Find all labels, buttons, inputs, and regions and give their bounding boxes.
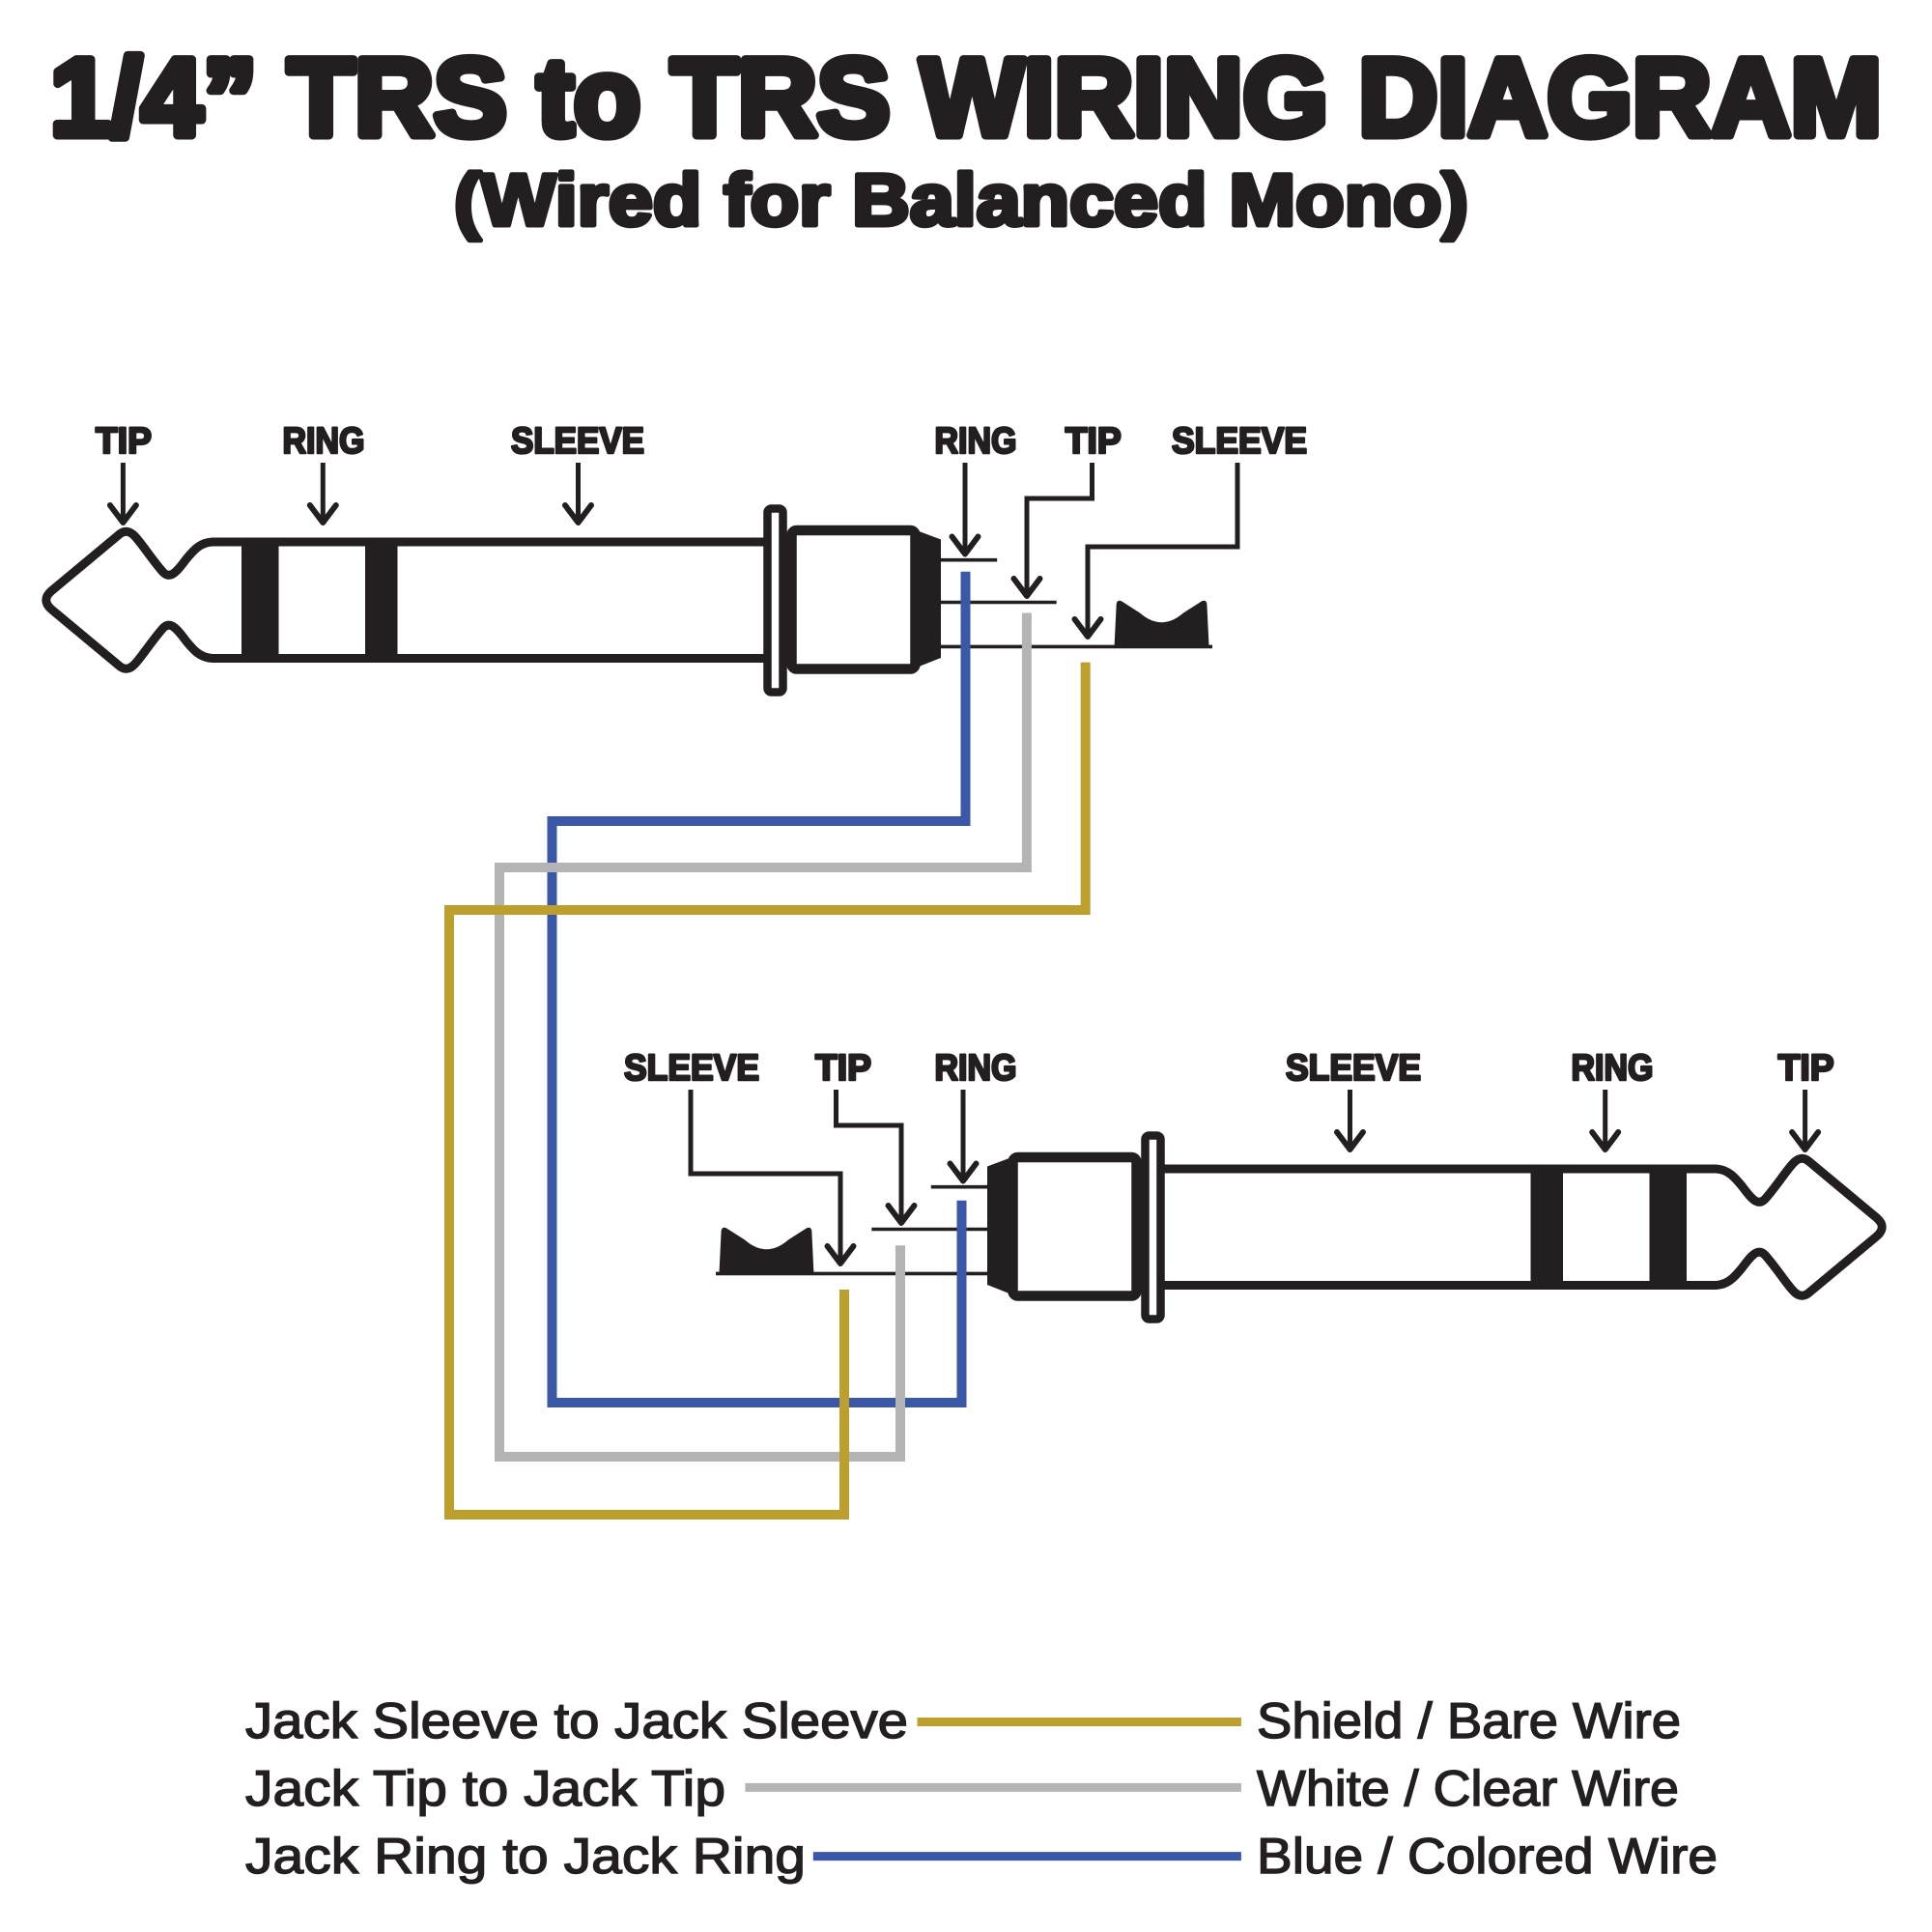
svg-text:Jack Tip to Jack Tip: Jack Tip to Jack Tip	[245, 1761, 725, 1817]
svg-text:1/4” TRS to TRS WIRING DIAGRAM: 1/4” TRS to TRS WIRING DIAGRAM	[50, 37, 1882, 159]
svg-text:(Wired for Balanced Mono): (Wired for Balanced Mono)	[454, 159, 1468, 242]
svg-text:RING: RING	[935, 1048, 1017, 1089]
svg-text:Jack Ring to Jack Ring: Jack Ring to Jack Ring	[245, 1829, 806, 1885]
svg-text:SLEEVE: SLEEVE	[1172, 421, 1307, 462]
svg-text:White / Clear Wire: White / Clear Wire	[1257, 1761, 1679, 1817]
svg-text:Blue / Colored Wire: Blue / Colored Wire	[1257, 1829, 1718, 1885]
svg-text:TIP: TIP	[815, 1048, 871, 1089]
svg-text:TIP: TIP	[96, 421, 152, 462]
svg-text:SLEEVE: SLEEVE	[511, 421, 644, 462]
svg-text:SLEEVE: SLEEVE	[624, 1048, 759, 1089]
svg-text:TIP: TIP	[1065, 421, 1122, 462]
svg-text:RING: RING	[283, 421, 365, 462]
svg-text:Jack Sleeve to Jack Sleeve: Jack Sleeve to Jack Sleeve	[245, 1693, 908, 1749]
svg-text:Shield / Bare Wire: Shield / Bare Wire	[1257, 1693, 1681, 1749]
svg-text:TIP: TIP	[1778, 1048, 1834, 1089]
svg-text:RING: RING	[1572, 1048, 1654, 1089]
svg-text:RING: RING	[935, 421, 1017, 462]
svg-text:SLEEVE: SLEEVE	[1286, 1048, 1421, 1089]
